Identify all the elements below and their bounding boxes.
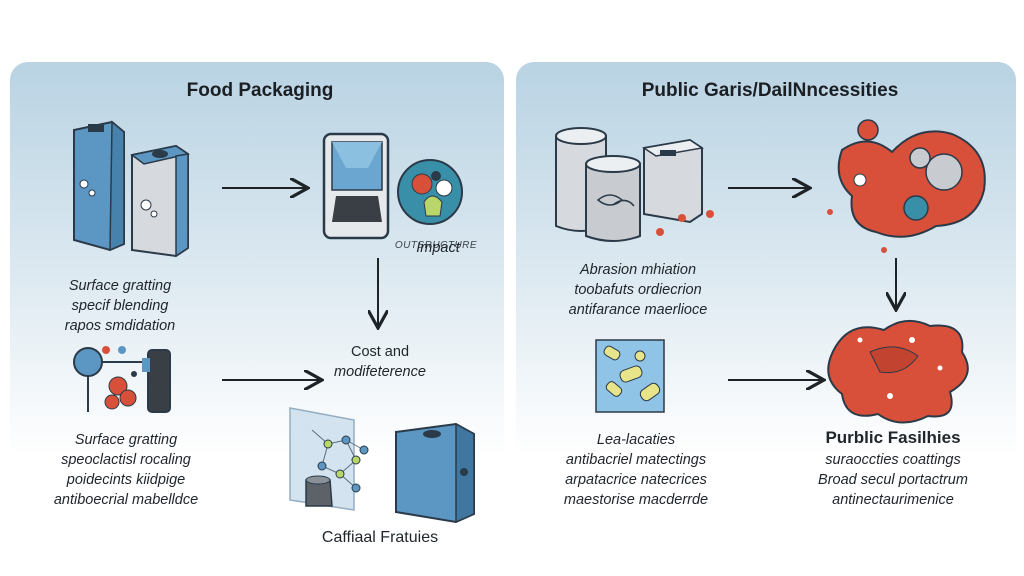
impact-label: Impact <box>416 240 460 256</box>
caption-line: antifarance maerlioce <box>568 302 708 318</box>
red-blob-icon <box>827 319 969 424</box>
microbe-cluster-icon <box>827 119 986 253</box>
flow-arrows <box>222 188 896 380</box>
caption-line: Cost and <box>350 344 410 360</box>
grey-canister-icon <box>130 144 190 258</box>
left-lower-caption: Surface gratting speoclactisl rocaling p… <box>28 430 224 510</box>
caption-line: Surface gratting <box>74 432 178 448</box>
caption-line: antinectaurimenice <box>832 492 954 508</box>
caption-line: toobafuts ordiecrion <box>574 282 702 298</box>
public-necessities-title: Public Garis/DailNncessities <box>641 80 899 101</box>
molecule-probe-icon <box>73 346 171 413</box>
caption-line: antibacriel matectings <box>565 452 707 468</box>
blue-box-icon <box>395 422 475 524</box>
caption-line: specif blending <box>71 298 169 314</box>
grey-cylinders-icon <box>555 127 714 242</box>
caption-line: Abrasion mhiation <box>579 262 697 278</box>
blue-container-icon <box>73 120 125 252</box>
caption-line: maestorise macderrde <box>563 492 709 508</box>
caption-line: poidecints kiidpige <box>66 472 186 488</box>
impact-circle-icon <box>397 159 463 225</box>
impact-small-label: OUTSRUCTURE <box>394 240 478 251</box>
public-facilities-title: Purblic Fasilhies <box>825 428 961 447</box>
bacteria-tile-icon <box>595 339 665 413</box>
left-upper-caption: Surface gratting specif blending rapos s… <box>40 276 200 336</box>
cost-caption: Cost and modifeterence <box>320 342 440 382</box>
network-sheet-icon <box>289 407 369 511</box>
right-lower-left-caption: Lea-lacaties antibacriel matectings arpa… <box>534 430 738 510</box>
caption-line: suraoccties coattings <box>825 452 961 468</box>
caption-line: arpatacrice natecrices <box>565 472 707 488</box>
caffial-caption: Caffiaal Fratuies <box>321 529 439 546</box>
caption-line: antiboecrial mabelldce <box>53 492 199 508</box>
caption-line: modifeterence <box>334 364 426 380</box>
caption-line: Surface gratting <box>68 278 172 294</box>
right-upper-caption: Abrasion mhiation toobafuts ordiecrion a… <box>540 260 736 320</box>
tablet-device-icon <box>322 132 390 240</box>
caption-line: Lea-lacaties <box>596 432 676 448</box>
public-facilities-caption: Purblic Fasilhies suraoccties coattings … <box>790 426 996 510</box>
caption-line: Broad secul portactrum <box>818 472 968 488</box>
caption-line: rapos smdidation <box>64 318 176 334</box>
caption-line: speoclactisl rocaling <box>61 452 191 468</box>
food-packaging-title: Food Packaging <box>186 80 334 101</box>
